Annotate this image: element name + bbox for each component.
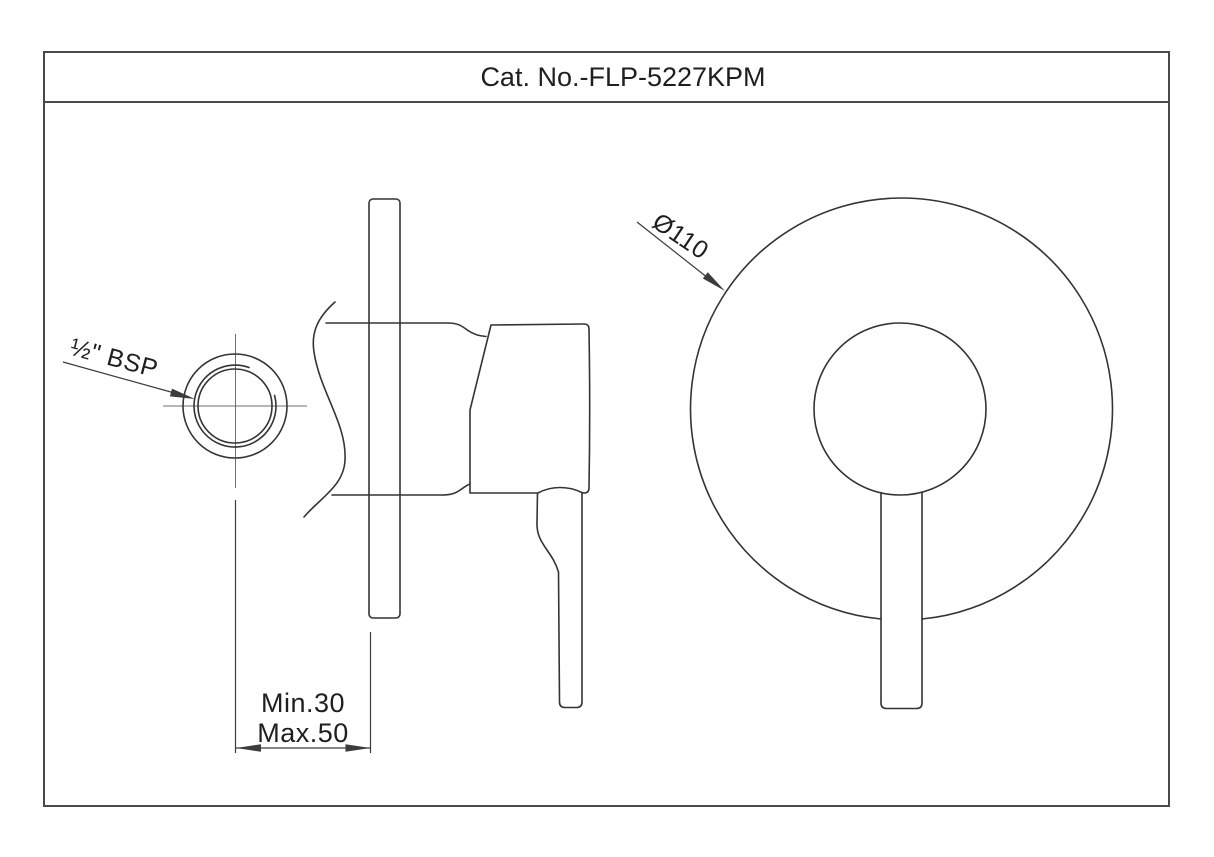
- sheet-border: [43, 51, 1170, 807]
- faceplate-circle: [689, 197, 1114, 620]
- handle-hub-profile: [469, 323, 591, 494]
- port-bore-circle: [197, 368, 273, 444]
- port-outer-circle: [182, 353, 288, 459]
- lever-handle-profile: [536, 492, 583, 709]
- faceplate-front-view: Ø110: [636, 197, 1114, 710]
- dimension-arrowhead-right: [345, 744, 371, 752]
- thread-port-view: ½" BSP: [62, 333, 307, 488]
- wall-break-line: [303, 301, 346, 518]
- depth-max-label: Max.50: [257, 718, 349, 748]
- handle-knob-circle: [813, 322, 987, 496]
- catalog-number-title: Cat. No.-FLP-5227KPM: [480, 62, 765, 92]
- depth-min-label: Min.30: [261, 688, 345, 718]
- handle-stem-front: [880, 491, 923, 710]
- install-depth-dimension: Min.30 Max.50: [234, 500, 372, 753]
- body-top-neck-curve: [447, 322, 487, 338]
- body-bottom-neck-curve: [442, 483, 471, 496]
- diameter-leader-arrowhead: [702, 272, 725, 291]
- thread-arc: [193, 364, 277, 448]
- dimension-arrowhead-left: [236, 744, 261, 752]
- diameter-leader-line: [636, 221, 709, 279]
- thread-leader-line: [62, 361, 179, 395]
- flange-plate-edge: [368, 198, 401, 619]
- thread-leader-arrowhead: [169, 388, 195, 399]
- side-profile-view: [303, 198, 591, 709]
